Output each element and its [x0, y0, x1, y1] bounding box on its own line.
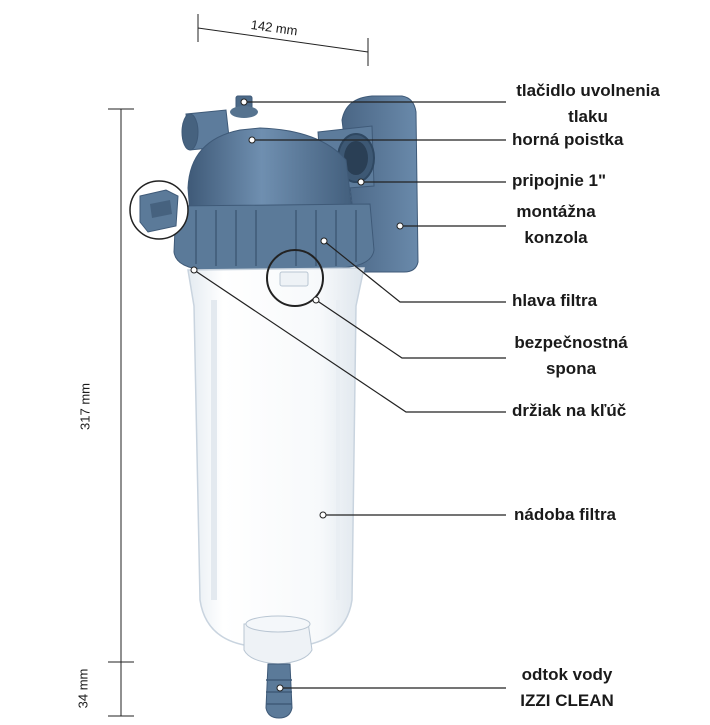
label-safety-clip-line1: bezpečnostná [514, 333, 628, 352]
filter-head-dome [187, 127, 353, 215]
label-mounting-line1: montážna [516, 202, 596, 221]
label-filter-head: hlava filtra [512, 291, 598, 310]
label-connection: pripojnie 1" [512, 171, 607, 190]
label-safety-clip-line2: spona [545, 359, 597, 378]
label-drain: odtok vody IZZI CLEAN [504, 662, 630, 714]
height-dimension [108, 108, 134, 717]
label-pressure-release-line2: tlaku [568, 107, 608, 126]
label-housing: nádoba filtra [514, 505, 617, 524]
label-pressure-release: tlačidlo uvolnenia tlaku [505, 78, 671, 130]
bottom-dimension-label: 34 mm [75, 668, 91, 709]
label-brand: IZZI CLEAN [520, 691, 614, 710]
label-pressure-release-line1: tlačidlo uvolnenia [516, 81, 660, 100]
height-dimension-label: 317 mm [77, 383, 93, 430]
leader-dots [190, 98, 404, 692]
label-key-holder: držiak na kľúč [512, 401, 627, 420]
label-mounting: montážna konzola [506, 199, 606, 251]
safety-clip-detail [266, 249, 324, 307]
leader-lines [193, 101, 506, 689]
width-dimension [197, 14, 369, 66]
label-mounting-line2: konzola [524, 228, 588, 247]
label-safety-clip: bezpečnostná spona [506, 330, 636, 382]
label-drain-line1: odtok vody [521, 665, 613, 684]
label-top-lock: horná poistka [512, 130, 624, 149]
